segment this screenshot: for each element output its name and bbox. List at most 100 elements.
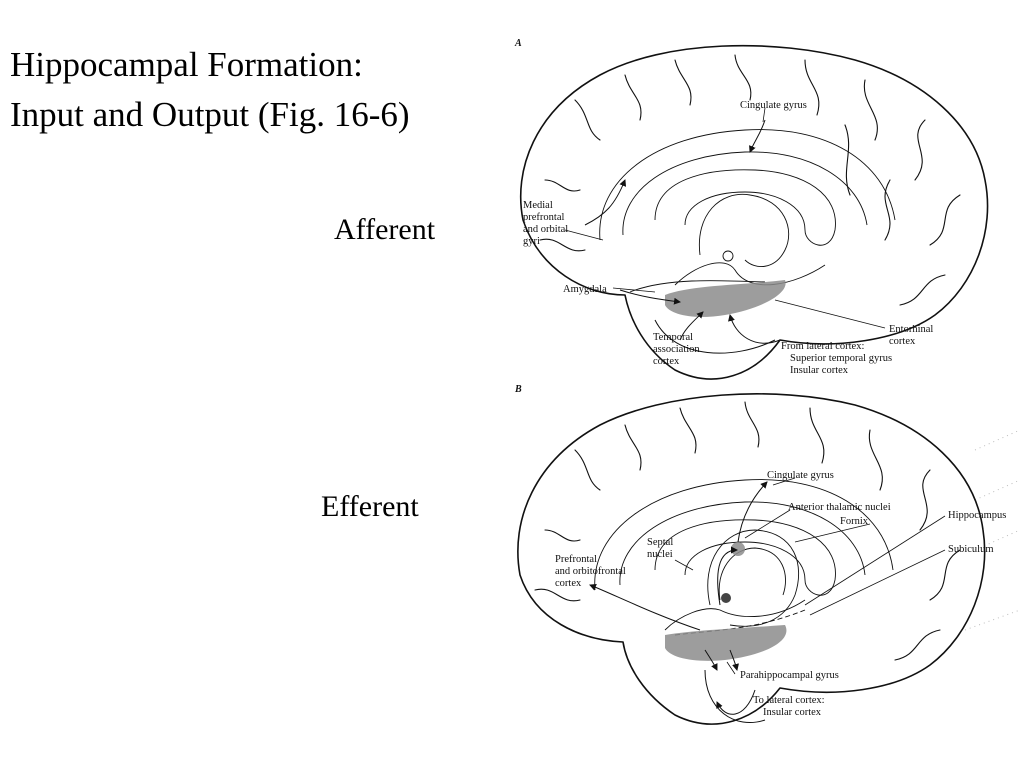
panel-b-arrow-lateral bbox=[716, 689, 756, 715]
panel-a-leader bbox=[774, 299, 886, 329]
label-b-prefrontal-3: cortex bbox=[555, 578, 582, 589]
panel-b: B bbox=[514, 384, 1021, 725]
slide-title: Hippocampal Formation: Input and Output … bbox=[10, 40, 410, 140]
panel-a-sulcus bbox=[544, 179, 581, 192]
panel-b-cingulate-band bbox=[594, 479, 894, 591]
panel-b-sulcus bbox=[744, 401, 760, 448]
panel-a-corpus-callosum bbox=[654, 169, 836, 246]
panel-a-arrow bbox=[728, 314, 781, 344]
panel-b-parahippocampal-shading bbox=[665, 625, 787, 661]
panel-b-texture bbox=[974, 429, 1021, 451]
brain-diagram-svg: A bbox=[514, 38, 1021, 725]
panel-a: A bbox=[514, 38, 989, 380]
panel-b-leader bbox=[744, 509, 791, 539]
panel-a-sulcus bbox=[844, 124, 851, 196]
label-a-temporal-3: cortex bbox=[653, 356, 680, 367]
panel-a-brain-outline bbox=[519, 44, 989, 380]
panel-b-sulcus bbox=[809, 407, 825, 464]
panel-a-sulcus bbox=[884, 179, 891, 241]
panel-a-leader bbox=[612, 287, 656, 293]
panel-a-cingulate-band bbox=[599, 129, 896, 241]
panel-b-lateral-loop bbox=[704, 669, 766, 724]
panel-b-sulcus bbox=[929, 549, 961, 601]
panel-b-arrow-prefrontal bbox=[589, 583, 701, 631]
panel-b-cingulate-inner bbox=[619, 501, 866, 586]
panel-a-entorhinal-shading bbox=[665, 280, 786, 317]
panel-a-lateral-loop bbox=[654, 319, 776, 354]
label-b-to-lateral-2: Insular cortex bbox=[763, 707, 822, 718]
panel-a-sulcus bbox=[804, 59, 820, 116]
panel-a-sulcus bbox=[624, 74, 642, 121]
panel-b-leader bbox=[674, 559, 694, 571]
panel-b-sulcus bbox=[534, 588, 581, 602]
label-a-lateral-1: From lateral cortex: bbox=[781, 341, 864, 352]
panel-a-hippocampal-arc bbox=[674, 262, 826, 286]
label-b-septal-1: Septal bbox=[647, 537, 673, 548]
panel-a-arrow bbox=[679, 311, 704, 341]
brain-figure: A bbox=[505, 30, 1024, 730]
panel-a-cingulate-inner bbox=[622, 151, 868, 236]
panel-b-sulcus bbox=[544, 529, 581, 542]
label-b-prefrontal-1: Prefrontal bbox=[555, 554, 597, 565]
panel-b-corpus-callosum bbox=[654, 519, 836, 596]
label-a-lateral-2: Superior temporal gyrus bbox=[790, 353, 892, 364]
panel-b-hippocampus-arc bbox=[664, 599, 806, 631]
label-a-temporal-1: Temporal bbox=[653, 332, 693, 343]
label-a-medial-prefrontal-4: gyri bbox=[523, 236, 540, 247]
panel-b-leader bbox=[804, 515, 946, 606]
panel-b-leader bbox=[794, 523, 871, 543]
panel-b-sulcus bbox=[679, 407, 697, 454]
panel-b-leader bbox=[772, 477, 796, 486]
label-a-amygdala: Amygdala bbox=[563, 284, 607, 295]
panel-a-sulcus bbox=[863, 79, 878, 141]
panel-a-sulcus bbox=[674, 59, 692, 106]
label-b-cingulate-gyrus: Cingulate gyrus bbox=[767, 470, 834, 481]
label-a-entorhinal-2: cortex bbox=[889, 336, 916, 347]
panel-a-leader bbox=[762, 107, 766, 123]
label-b-subiculum: Subiculum bbox=[948, 544, 994, 555]
panel-b-thalamic-nucleus bbox=[731, 542, 745, 556]
label-b-anterior-thalamic: Anterior thalamic nuclei bbox=[788, 502, 891, 513]
panel-b-texture bbox=[964, 609, 1021, 631]
label-a-temporal-2: association bbox=[653, 344, 700, 355]
efferent-label: Efferent bbox=[321, 490, 419, 523]
title-line-1: Hippocampal Formation: bbox=[10, 45, 363, 84]
label-b-parahippocampal: Parahippocampal gyrus bbox=[740, 670, 839, 681]
panel-a-leader bbox=[564, 229, 604, 241]
label-a-medial-prefrontal-1: Medial bbox=[523, 200, 553, 211]
panel-b-fornix-loop bbox=[707, 529, 799, 627]
panel-b-subiculum-dashed bbox=[674, 609, 806, 636]
panel-a-temporal-line bbox=[629, 280, 766, 293]
label-b-hippocampus: Hippocampus bbox=[948, 510, 1006, 521]
panel-a-sulcus bbox=[914, 119, 926, 181]
panel-a-mammillary bbox=[722, 250, 734, 262]
panel-b-mammillary bbox=[721, 593, 731, 603]
panel-b-arrow-cingulate bbox=[737, 481, 768, 543]
panel-a-arrow bbox=[584, 179, 627, 226]
panel-a-sulcus bbox=[734, 54, 752, 101]
panel-a-sulcus bbox=[539, 238, 586, 252]
panel-b-arrow-parahippo bbox=[729, 649, 739, 671]
title-line-2: Input and Output (Fig. 16-6) bbox=[10, 95, 410, 134]
panel-a-sulcus bbox=[929, 194, 961, 246]
panel-a-sulcus bbox=[574, 99, 601, 141]
label-a-lateral-3: Insular cortex bbox=[790, 365, 849, 376]
panel-b-texture bbox=[974, 479, 1021, 501]
panel-b-sulcus bbox=[624, 424, 642, 471]
panel-a-sulcus bbox=[899, 274, 946, 306]
panel-a-arrow bbox=[749, 119, 766, 153]
panel-b-arrow-parahippo bbox=[704, 649, 718, 671]
panel-b-fornix-loop-inner bbox=[718, 547, 786, 601]
label-a-entorhinal-1: Entorhinal bbox=[889, 324, 933, 335]
panel-b-sulcus bbox=[919, 469, 931, 531]
panel-b-sulcus bbox=[868, 429, 883, 491]
panel-b-brain-outline bbox=[517, 393, 986, 725]
panel-a-arrow bbox=[619, 289, 681, 305]
label-a-cingulate-gyrus: Cingulate gyrus bbox=[740, 100, 807, 111]
panel-b-leader bbox=[726, 661, 736, 675]
panel-b-leader bbox=[809, 549, 946, 616]
afferent-label: Afferent bbox=[334, 213, 436, 246]
label-a-medial-prefrontal-3: and orbital bbox=[523, 224, 568, 235]
panel-b-sulcus bbox=[894, 629, 941, 661]
